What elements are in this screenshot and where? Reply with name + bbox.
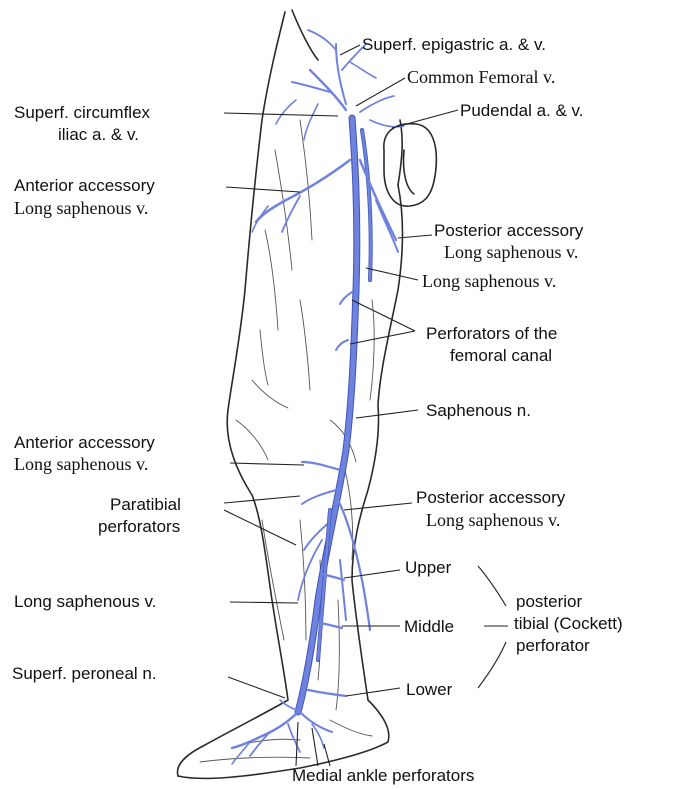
label-post-accessory-lower-line2: Long saphenous v. bbox=[426, 510, 560, 530]
label-post-accessory-lower-line1: Posterior accessory bbox=[416, 488, 565, 508]
label-long-saphenous-upper: Long saphenous v. bbox=[422, 271, 556, 291]
label-paratibial-line2: perforators bbox=[98, 517, 180, 537]
label-upper: Upper bbox=[405, 558, 451, 578]
label-superf-circumflex-line1: Superf. circumflex bbox=[14, 103, 150, 123]
label-perforators-femoral-line1: Perforators of the bbox=[426, 324, 557, 344]
label-superf-peroneal: Superf. peroneal n. bbox=[12, 664, 157, 684]
label-long-saphenous-lower: Long saphenous v. bbox=[14, 592, 156, 612]
label-cockett-line1: posterior bbox=[516, 592, 582, 612]
label-ant-accessory-lower-line1: Anterior accessory bbox=[14, 433, 155, 453]
label-saphenous-n: Saphenous n. bbox=[426, 401, 531, 421]
label-pudendal: Pudendal a. & v. bbox=[460, 101, 584, 121]
label-superf-epigastric: Superf. epigastric a. & v. bbox=[362, 35, 546, 55]
label-perforators-femoral-line2: femoral canal bbox=[450, 346, 552, 366]
label-middle: Middle bbox=[404, 617, 454, 637]
label-ant-accessory-upper-line2: Long saphenous v. bbox=[14, 198, 148, 218]
label-paratibial-line1: Paratibial bbox=[110, 495, 181, 515]
label-cockett-line2: tibial (Cockett) bbox=[514, 614, 623, 634]
label-cockett-line3: perforator bbox=[516, 636, 590, 656]
label-superf-circumflex-line2: iliac a. & v. bbox=[58, 125, 139, 145]
label-lower: Lower bbox=[406, 680, 452, 700]
label-common-femoral: Common Femoral v. bbox=[407, 67, 555, 87]
label-post-accessory-upper-line2: Long saphenous v. bbox=[444, 242, 578, 262]
label-ant-accessory-lower-line2: Long saphenous v. bbox=[14, 454, 148, 474]
label-medial-ankle-perforators: Medial ankle perforators bbox=[292, 766, 474, 786]
label-post-accessory-upper-line1: Posterior accessory bbox=[434, 221, 583, 241]
label-ant-accessory-upper-line1: Anterior accessory bbox=[14, 176, 155, 196]
